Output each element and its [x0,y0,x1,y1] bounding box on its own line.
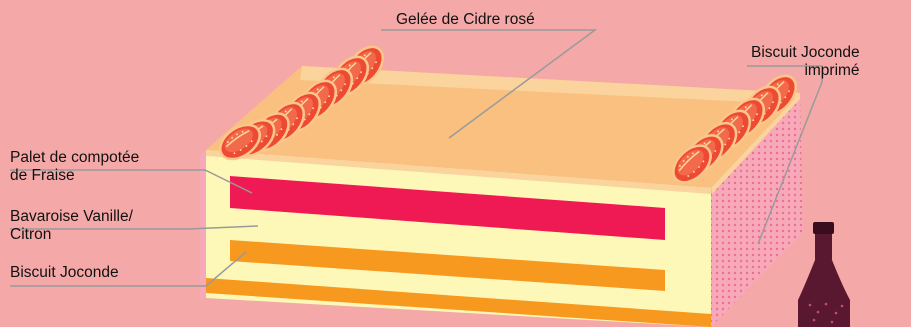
label-palet-line2: de Fraise [10,167,139,185]
label-bavaroise: Bavaroise Vanille/ Citron [10,208,133,244]
label-gelee-text: Gelée de Cidre rosé [396,11,535,29]
label-bavaroise-line1: Bavaroise Vanille/ [10,208,133,226]
label-palet: Palet de compotée de Fraise [10,149,139,185]
label-bavaroise-line2: Citron [10,226,133,244]
label-biscuit: Biscuit Joconde [10,264,119,282]
bottle [798,222,850,327]
label-biscuit-text: Biscuit Joconde [10,264,119,282]
label-joconde-imprime-line1: Biscuit Joconde [751,44,860,62]
label-palet-line1: Palet de compotée [10,149,139,167]
cake-left-edge [200,150,206,300]
label-gelee: Gelée de Cidre rosé [396,11,535,29]
label-joconde-imprime-line2: imprimé [751,62,860,80]
label-joconde-imprime: Biscuit Joconde imprimé [751,44,860,80]
